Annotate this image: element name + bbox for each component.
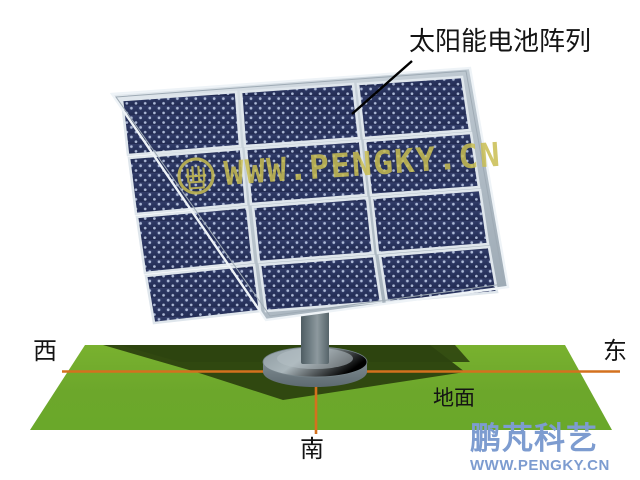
brand-name-cn: 鹏芃科艺	[470, 421, 598, 457]
compass-south-label: 南	[300, 436, 324, 463]
brand-block: 鹏芃科艺 WWW.PENGKY.CN	[470, 421, 610, 474]
compass-west-label: 西	[33, 338, 57, 365]
ground-plane-label: 地面	[433, 387, 475, 410]
module-grid	[120, 75, 499, 325]
brand-url: WWW.PENGKY.CN	[470, 457, 610, 474]
solar-array: WWW.PENGKY.CN	[109, 66, 510, 325]
title-leader-line	[351, 60, 413, 115]
pengky-circle-logo-icon	[177, 157, 215, 195]
array-title-label: 太阳能电池阵列	[409, 26, 592, 56]
compass-east-label: 东	[603, 338, 627, 365]
